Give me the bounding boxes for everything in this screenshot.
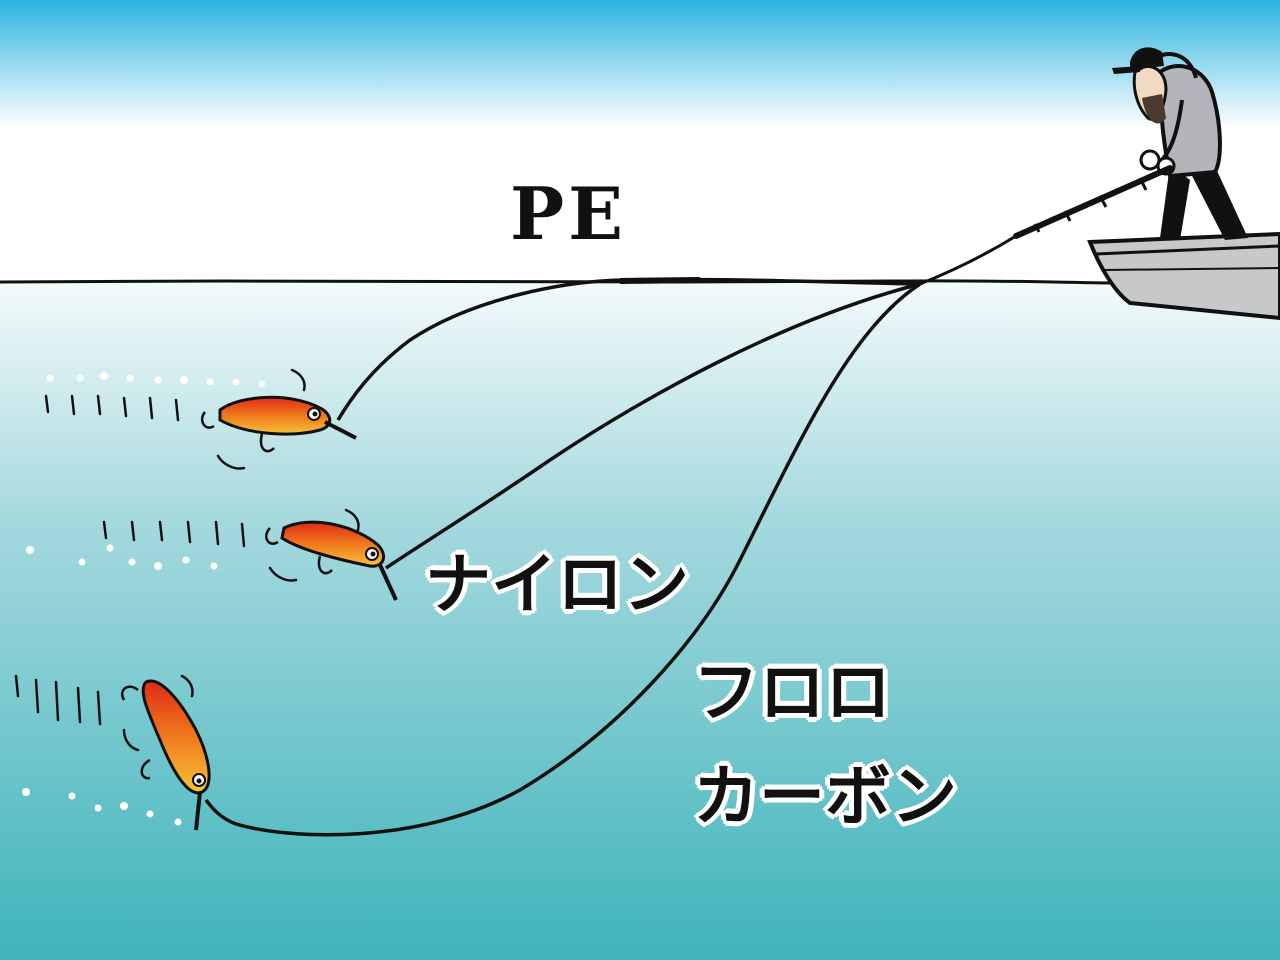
label-pe: PE — [510, 171, 628, 256]
lure-fluorocarbon — [121, 679, 211, 831]
bubbles — [22, 372, 265, 826]
angler-figure — [1112, 47, 1248, 240]
boat — [1087, 231, 1280, 321]
label-nylon: ナイロン — [425, 546, 689, 623]
pe-line-overlap — [619, 277, 701, 284]
label-fluorocarbon-line1: フロロ — [693, 654, 891, 731]
motion-marks — [14, 368, 360, 752]
pe-line — [336, 277, 921, 421]
fluorocarbon-line — [204, 282, 921, 837]
lure-nylon — [265, 520, 398, 601]
label-fluorocarbon-line2: カーボン — [693, 758, 957, 835]
water — [0, 282, 1280, 960]
fishing-rod — [919, 165, 1173, 286]
lure-pe — [200, 395, 357, 453]
nylon-line — [385, 282, 921, 570]
sky — [0, 0, 1280, 284]
